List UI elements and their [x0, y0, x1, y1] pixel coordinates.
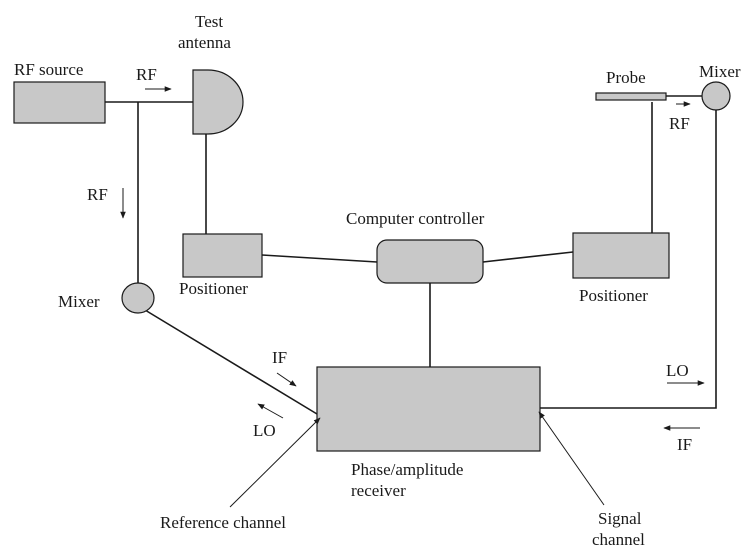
receiver-label-line2: receiver	[351, 481, 406, 500]
if-right-label: IF	[677, 435, 692, 454]
mixer-left-circle	[121, 282, 155, 314]
signal-arrows	[120, 86, 705, 508]
signal-channel-label-line2: channel	[592, 530, 645, 549]
mixer-right-circle	[701, 81, 731, 111]
phase-amplitude-receiver-block	[316, 366, 541, 452]
computer-controller-block	[376, 239, 484, 284]
computer-controller-label: Computer controller	[346, 209, 485, 228]
wire-mixer-to-receiver	[540, 110, 717, 409]
probe-label: Probe	[606, 68, 646, 87]
positioner-left-block	[182, 233, 263, 278]
connection-lines	[105, 95, 717, 415]
positioner-right-block	[572, 232, 670, 279]
receiver-label-line1: Phase/amplitude	[351, 460, 463, 479]
mixer-left-label: Mixer	[58, 292, 100, 311]
rf-source-label: RF source	[14, 60, 83, 79]
rf-top-label: RF	[136, 65, 157, 84]
wire-computer-to-positioner	[482, 251, 574, 263]
positioner-left-label: Positioner	[179, 279, 248, 298]
lo-right-label: LO	[666, 361, 689, 380]
lo-left-arrow	[257, 403, 284, 419]
if-left-arrow	[276, 372, 297, 387]
test-antenna-label-line2: antenna	[178, 33, 231, 52]
rf-probe-label: RF	[669, 114, 690, 133]
positioner-right-label: Positioner	[579, 286, 648, 305]
if-left-label: IF	[272, 348, 287, 367]
rf-down-label: RF	[87, 185, 108, 204]
wire-mixer-to-receiver-left	[144, 309, 318, 415]
test-antenna-label-line1: Test	[195, 12, 223, 31]
mixer-right-label: Mixer	[699, 62, 741, 81]
labels: RF source Test antenna RF RF Mixer Posit…	[14, 12, 741, 549]
reference-channel-label: Reference channel	[160, 513, 286, 532]
signal-channel-pointer	[538, 411, 605, 506]
probe-block	[595, 92, 667, 101]
test-antenna-dish	[192, 69, 244, 135]
signal-channel-label-line1: Signal	[598, 509, 642, 528]
rf-source-block	[13, 81, 106, 124]
reference-channel-pointer	[229, 417, 321, 508]
wire-positioner-to-computer	[261, 254, 378, 263]
lo-left-label: LO	[253, 421, 276, 440]
